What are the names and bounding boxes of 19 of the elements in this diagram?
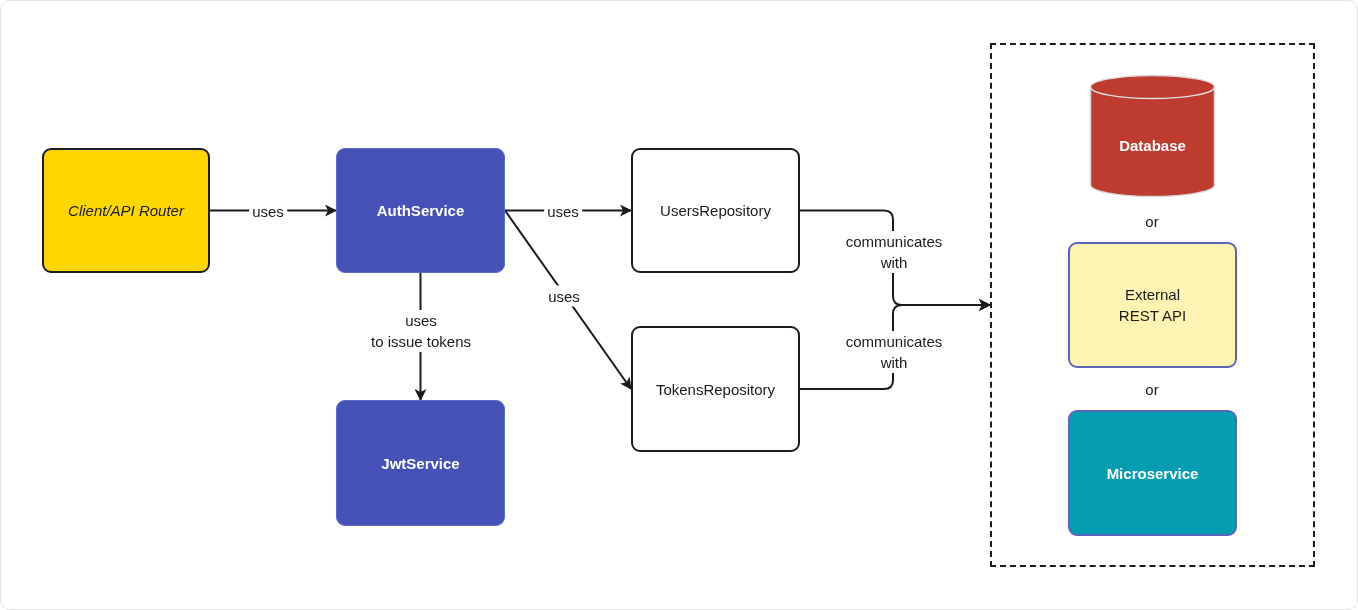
process-box xyxy=(1068,242,1237,368)
node-label: UsersRepository xyxy=(660,201,771,221)
node-label: JwtService xyxy=(381,453,460,474)
process-box xyxy=(1068,410,1237,536)
connector-text: or xyxy=(1145,211,1159,232)
process-box xyxy=(42,148,210,273)
node-label: AuthService xyxy=(376,201,465,221)
connector-text: or xyxy=(1145,379,1159,400)
process-box xyxy=(631,326,800,452)
node-label: External REST API xyxy=(1117,285,1188,326)
process-box xyxy=(631,148,800,273)
dashed-container xyxy=(990,43,1315,567)
node-label: Client/API Router xyxy=(68,201,184,221)
arrow xyxy=(504,209,632,390)
node-label: Microservice xyxy=(1106,463,1199,484)
process-box xyxy=(336,400,505,526)
node-label: Database xyxy=(1119,135,1186,156)
node-label: TokensRepository xyxy=(655,379,776,400)
process-box xyxy=(336,148,505,273)
